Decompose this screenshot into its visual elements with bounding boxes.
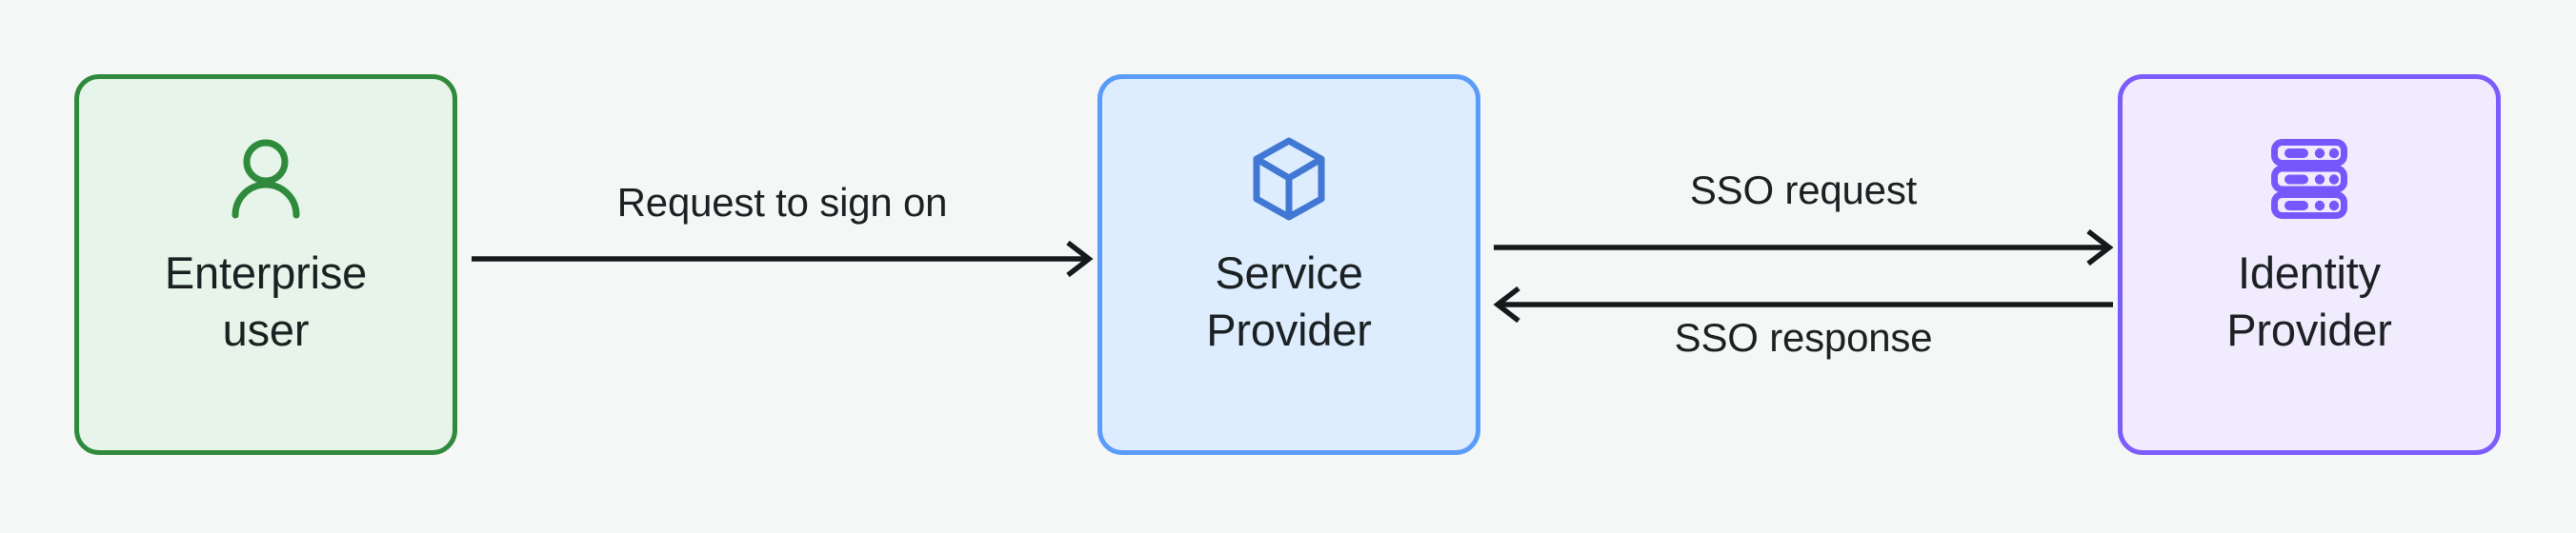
node-enterprise-user[interactable]: Enterprise user bbox=[74, 74, 457, 455]
server-rack-icon bbox=[2270, 138, 2348, 220]
cube-icon bbox=[1250, 137, 1328, 221]
edge-arrow-sso-response bbox=[1493, 286, 2113, 324]
node-label-service-provider: Service Provider bbox=[1206, 247, 1372, 355]
edge-arrow-sso-request bbox=[1494, 228, 2114, 266]
edge-label-sso-request: SSO request bbox=[1689, 168, 1918, 212]
node-label-enterprise-user: Enterprise user bbox=[164, 247, 368, 355]
edge-label-sso-response: SSO response bbox=[1674, 315, 1933, 360]
edge-arrow-request-to-sign-on bbox=[472, 240, 1094, 278]
node-service-provider[interactable]: Service Provider bbox=[1097, 74, 1480, 455]
node-label-identity-provider: Identity Provider bbox=[2226, 247, 2392, 355]
edge-label-request-to-sign-on: Request to sign on bbox=[616, 180, 948, 225]
person-icon bbox=[228, 138, 304, 220]
node-identity-provider[interactable]: Identity Provider bbox=[2118, 74, 2501, 455]
